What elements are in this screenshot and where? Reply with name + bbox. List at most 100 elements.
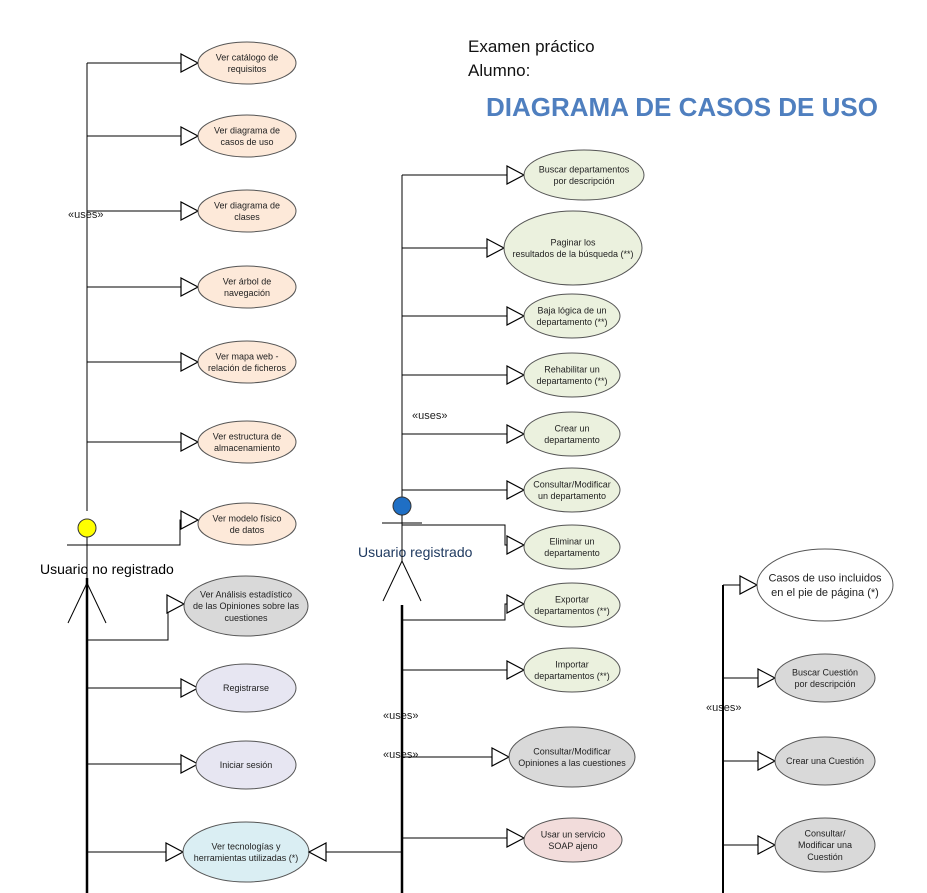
arrowhead bbox=[180, 754, 200, 774]
actor-unregistered-head bbox=[77, 518, 97, 538]
arrowhead bbox=[180, 510, 200, 530]
use-case-label: Importar bbox=[555, 659, 589, 669]
arrowhead bbox=[757, 668, 777, 688]
use-case-label: departamento bbox=[544, 435, 600, 445]
use-case-ver_modelo bbox=[197, 502, 297, 546]
use-case-label: requisitos bbox=[228, 64, 267, 74]
arrowhead bbox=[307, 842, 327, 862]
exam-label: Examen práctico bbox=[468, 37, 595, 56]
arrowhead bbox=[180, 277, 200, 297]
use-case-ver_mapa bbox=[197, 340, 297, 384]
arrowhead bbox=[506, 594, 526, 614]
student-label: Alumno: bbox=[468, 61, 531, 80]
arrowhead bbox=[180, 352, 200, 372]
use-case-label: Ver modelo físico bbox=[212, 513, 281, 523]
arrowhead bbox=[180, 53, 200, 73]
arrowhead bbox=[180, 126, 200, 146]
use-case-buscar_cuestion bbox=[774, 653, 876, 703]
connector-line bbox=[402, 524, 524, 546]
use-case-label: Paginar los bbox=[550, 237, 596, 247]
arrowhead bbox=[506, 306, 526, 326]
diagram-title: DIAGRAMA DE CASOS DE USO bbox=[486, 92, 878, 122]
use-case-label: Baja lógica de un bbox=[537, 305, 606, 315]
arrowhead bbox=[506, 828, 526, 848]
use-case-usar_soap bbox=[523, 817, 623, 863]
use-case-label: Consultar/ bbox=[804, 828, 846, 838]
use-case-label: departamentos (**) bbox=[534, 606, 610, 616]
use-case-baja_logica bbox=[523, 293, 621, 339]
actor-unregistered-leg bbox=[86, 582, 107, 624]
use-case-label: relación de ficheros bbox=[208, 363, 287, 373]
use-case-label: Usar un servicio bbox=[541, 829, 606, 839]
use-case-label: herramientas utilizadas (*) bbox=[194, 853, 299, 863]
use-case-label: departamento (**) bbox=[536, 317, 607, 327]
use-case-crear_dep bbox=[523, 411, 621, 457]
use-case-ver_tecnologias bbox=[182, 821, 310, 883]
use-case-label: clases bbox=[234, 212, 260, 222]
use-case-label: Ver diagrama de bbox=[214, 200, 280, 210]
use-case-label: Ver tecnologías y bbox=[211, 841, 281, 851]
use-case-exportar bbox=[523, 582, 621, 628]
arrowhead bbox=[180, 678, 200, 698]
actor-registered-leg bbox=[401, 560, 422, 602]
use-case-label: Cuestión bbox=[807, 852, 843, 862]
use-case-ver_analisis bbox=[183, 575, 309, 637]
use-case-label: Consultar/Modificar bbox=[533, 746, 611, 756]
use-case-label: Buscar Cuestión bbox=[792, 667, 858, 677]
use-case-importar bbox=[523, 647, 621, 693]
actor-unregistered-leg bbox=[67, 582, 88, 624]
arrowhead bbox=[491, 747, 511, 767]
arrowhead bbox=[486, 238, 506, 258]
use-case-consultar_dep bbox=[523, 467, 621, 513]
arrowhead bbox=[739, 575, 759, 595]
use-case-eliminar_dep bbox=[523, 524, 621, 570]
use-case-paginar bbox=[503, 210, 643, 286]
use-case-label: un departamento bbox=[538, 491, 606, 501]
uses-label-4: «uses» bbox=[383, 749, 419, 761]
arrowhead bbox=[757, 835, 777, 855]
use-case-label: casos de uso bbox=[220, 137, 273, 147]
arrowhead bbox=[757, 751, 777, 771]
use-case-label: departamento bbox=[544, 548, 600, 558]
arrowhead bbox=[506, 424, 526, 444]
use-case-label: cuestiones bbox=[224, 613, 268, 623]
use-case-label: departamentos (**) bbox=[534, 671, 610, 681]
use-case-label: Ver Análisis estadístico bbox=[200, 589, 292, 599]
use-case-registrarse bbox=[195, 663, 297, 713]
use-case-rehabilitar bbox=[523, 352, 621, 398]
use-case-consultar_cuestion bbox=[774, 817, 876, 873]
actor-unregistered-label: Usuario no registrado bbox=[40, 561, 174, 577]
use-case-label: Ver mapa web - bbox=[215, 351, 278, 361]
arrowhead bbox=[506, 365, 526, 385]
use-case-label: Registrarse bbox=[223, 683, 269, 693]
arrowhead bbox=[180, 432, 200, 452]
use-case-ver_arbol bbox=[197, 265, 297, 309]
use-case-label: Exportar bbox=[555, 594, 589, 604]
use-case-label: navegación bbox=[224, 288, 270, 298]
use-case-label: Opiniones a las cuestiones bbox=[518, 758, 626, 768]
arrowhead bbox=[506, 660, 526, 680]
use-case-label: Ver árbol de bbox=[223, 276, 272, 286]
use-case-label: Ver estructura de bbox=[213, 431, 282, 441]
use-case-label: por descripción bbox=[794, 679, 855, 689]
uses-label-1: «uses» bbox=[68, 209, 104, 221]
use-case-label: en el pie de página (*) bbox=[771, 587, 879, 599]
use-case-casos_incluidos bbox=[756, 548, 894, 622]
use-case-buscar_dep bbox=[523, 149, 645, 201]
use-case-iniciar_sesion bbox=[195, 740, 297, 790]
use-case-label: Buscar departamentos bbox=[539, 164, 630, 174]
actor-registered-head bbox=[392, 496, 412, 516]
arrowhead bbox=[506, 480, 526, 500]
uses-label-2: «uses» bbox=[412, 410, 448, 422]
use-case-ver_estructura bbox=[197, 420, 297, 464]
use-case-label: Casos de uso incluidos bbox=[768, 573, 882, 585]
connector-line bbox=[402, 603, 524, 621]
use-case-label: Crear un bbox=[554, 423, 589, 433]
arrowhead bbox=[166, 594, 186, 614]
use-case-label: Consultar/Modificar bbox=[533, 479, 611, 489]
use-case-label: SOAP ajeno bbox=[548, 841, 597, 851]
use-case-crear_cuestion bbox=[774, 736, 876, 786]
use-case-label: Modificar una bbox=[798, 840, 852, 850]
use-case-label: Eliminar un bbox=[549, 536, 594, 546]
